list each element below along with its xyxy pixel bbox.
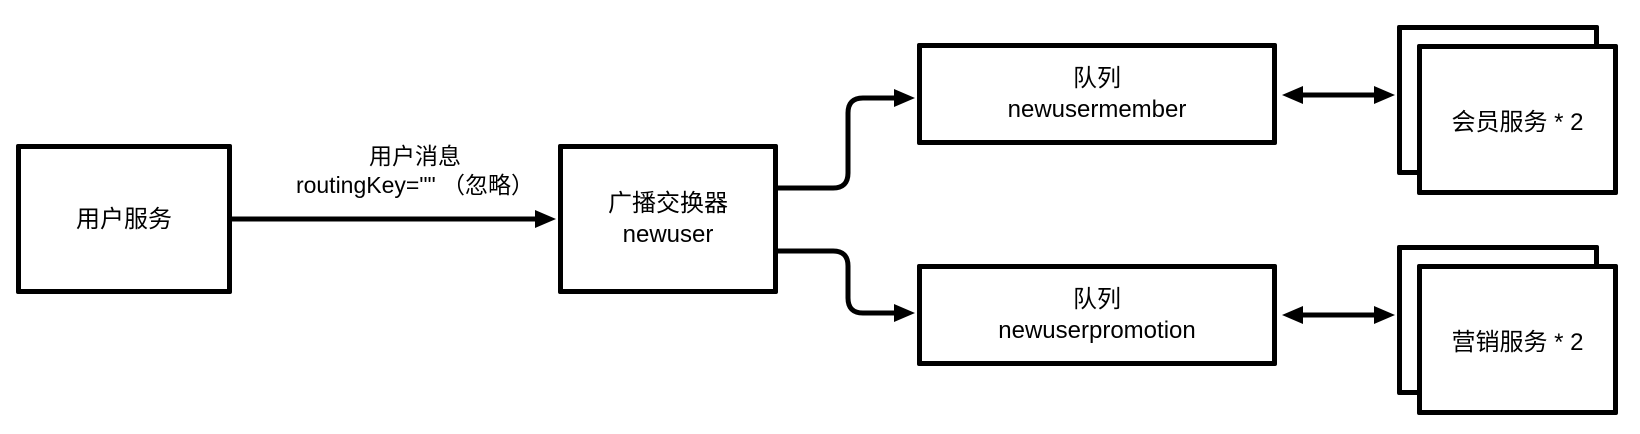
queue-type-label: 队列	[1073, 65, 1121, 92]
promotion-service-label: 营销服务 * 2	[1451, 329, 1584, 356]
producer-box: 用户服务	[16, 144, 232, 294]
producer-label: 用户服务	[76, 205, 172, 233]
queue-newusermember-box: 队列 newusermember	[917, 43, 1277, 145]
queue-name-label: newusermember	[1007, 96, 1187, 123]
member-service-label: 会员服务 * 2	[1451, 109, 1584, 136]
queue-type-label: 队列	[1073, 286, 1121, 313]
queue-name-label: newuserpromotion	[998, 317, 1196, 344]
exchange-box: 广播交换器 newuser	[558, 144, 778, 294]
promotion-service-box: 营销服务 * 2	[1417, 264, 1618, 415]
exchange-name-label: newuser	[622, 221, 714, 248]
queue-newuserpromotion-box: 队列 newuserpromotion	[917, 264, 1277, 366]
exchange-type-label: 广播交换器	[608, 190, 728, 217]
exchange-to-member-queue-connector	[778, 89, 915, 191]
member-service-box: 会员服务 * 2	[1417, 44, 1618, 195]
exchange-to-promotion-queue-connector	[778, 248, 915, 322]
